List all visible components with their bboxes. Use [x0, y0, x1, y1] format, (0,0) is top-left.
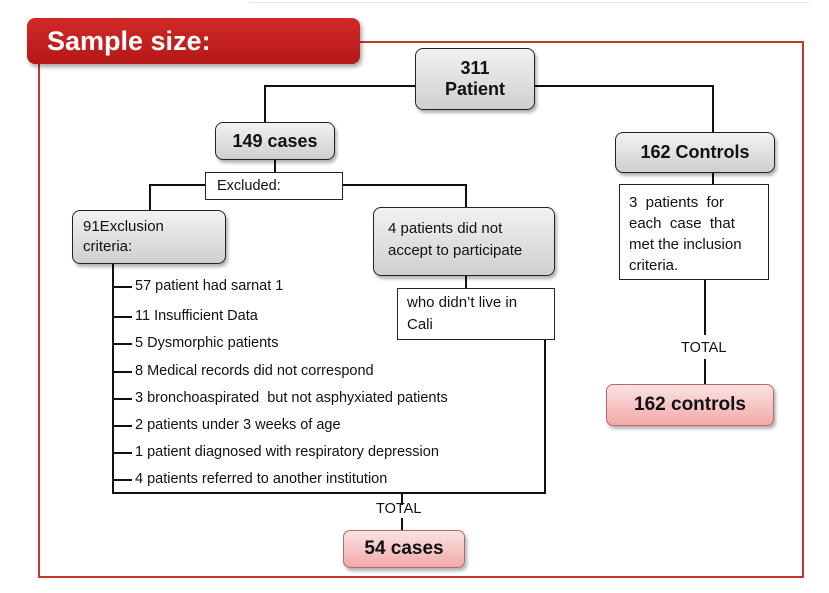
top-divider [250, 2, 810, 3]
excluded-to-criteria-connector [149, 184, 205, 210]
root-to-cases-connector [264, 85, 415, 122]
cases-node: 149 cases [215, 122, 335, 160]
root-to-controls-connector [535, 85, 714, 132]
exclusion-item-2: 11 Insufficient Data [135, 308, 258, 324]
excluded-label: Excluded: [217, 178, 281, 194]
exclusion-item-1: 57 patient had sarnat 1 [135, 278, 284, 294]
root-count: 311 [460, 58, 490, 78]
controls-criteria-line2: each case that [629, 215, 735, 232]
root-node: 311 Patient [415, 48, 535, 110]
root-label: Patient [444, 79, 505, 99]
did-not-accept-line1: 4 patients did not [388, 220, 503, 237]
exclusion-item-5: 3 bronchoaspirated but not asphyxiated p… [135, 390, 448, 406]
exclusion-item-8: 4 patients referred to another instituti… [135, 471, 388, 487]
exclusion-item-7: 1 patient diagnosed with respiratory dep… [135, 444, 439, 460]
excluded-to-not-accept-connector [343, 184, 467, 207]
controls-criteria-line3: met the inclusion [629, 236, 742, 253]
total-controls-result: 162 controls [606, 384, 774, 426]
not-in-cali-box: who didn’t live in Cali [397, 288, 555, 340]
total-controls-label: TOTAL [681, 340, 727, 356]
total-cases-result: 54 cases [343, 530, 465, 568]
sample-size-banner: Sample size: [27, 18, 360, 64]
controls-criteria-line1: 3 patients for [629, 194, 725, 211]
exclusion-criteria-line2: criteria: [83, 238, 133, 255]
controls-node: 162 Controls [615, 132, 775, 173]
excluded-box: Excluded: [205, 172, 343, 200]
exclusion-item-6: 2 patients under 3 weeks of age [135, 417, 341, 433]
controls-criteria-box: 3 patients for each case that met the in… [619, 184, 769, 280]
diagram-frame [38, 41, 804, 578]
total-cases-label: TOTAL [376, 501, 422, 517]
exclusion-item-3: 5 Dysmorphic patients [135, 335, 279, 351]
not-in-cali-line1: who didn’t live in [407, 294, 518, 311]
exclusion-criteria-node: 91Exclusion criteria: [72, 210, 226, 264]
exclusion-list-bracket [112, 264, 546, 494]
controls-criteria-line4: criteria. [629, 257, 679, 274]
exclusion-item-4: 8 Medical records did not correspond [135, 363, 374, 379]
exclusion-criteria-line1: 91Exclusion [83, 218, 164, 235]
not-in-cali-line2: Cali [407, 316, 433, 333]
did-not-accept-line2: accept to participate [388, 242, 523, 259]
did-not-accept-node: 4 patients did not accept to participate [373, 207, 555, 276]
